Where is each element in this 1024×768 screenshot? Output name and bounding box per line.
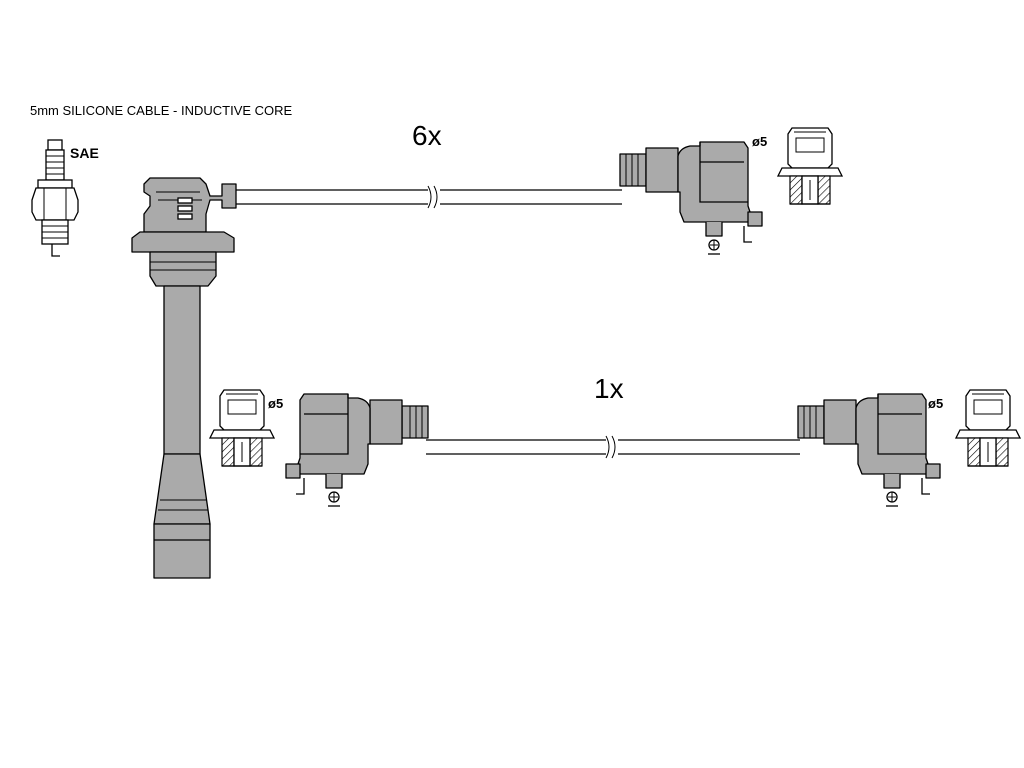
upper-terminal-diameter-label: ø5: [752, 134, 767, 149]
spark-plug-boot: [131, 177, 237, 579]
spark-plug-icon: [31, 139, 79, 257]
lower-ignition-cable: [426, 435, 800, 459]
cable-spec-note: 5mm SILICONE CABLE - INDUCTIVE CORE: [30, 103, 293, 118]
lower-right-coil-boot: [797, 393, 941, 507]
lower-left-terminal-diameter-label: ø5: [268, 396, 283, 411]
upper-lead-quantity: 6x: [412, 120, 442, 151]
lower-right-terminal-diameter-label: ø5: [928, 396, 943, 411]
lower-left-terminal-cap-icon: [209, 389, 275, 467]
lower-right-terminal-cap-icon: [955, 389, 1021, 467]
upper-terminal-cap-icon: [777, 127, 843, 205]
lower-left-coil-boot: [285, 393, 429, 507]
lower-lead-quantity: 1x: [594, 373, 624, 404]
upper-coil-boot: [619, 141, 763, 255]
upper-ignition-cable: [236, 185, 622, 209]
spark-plug-standard-label: SAE: [70, 145, 99, 161]
